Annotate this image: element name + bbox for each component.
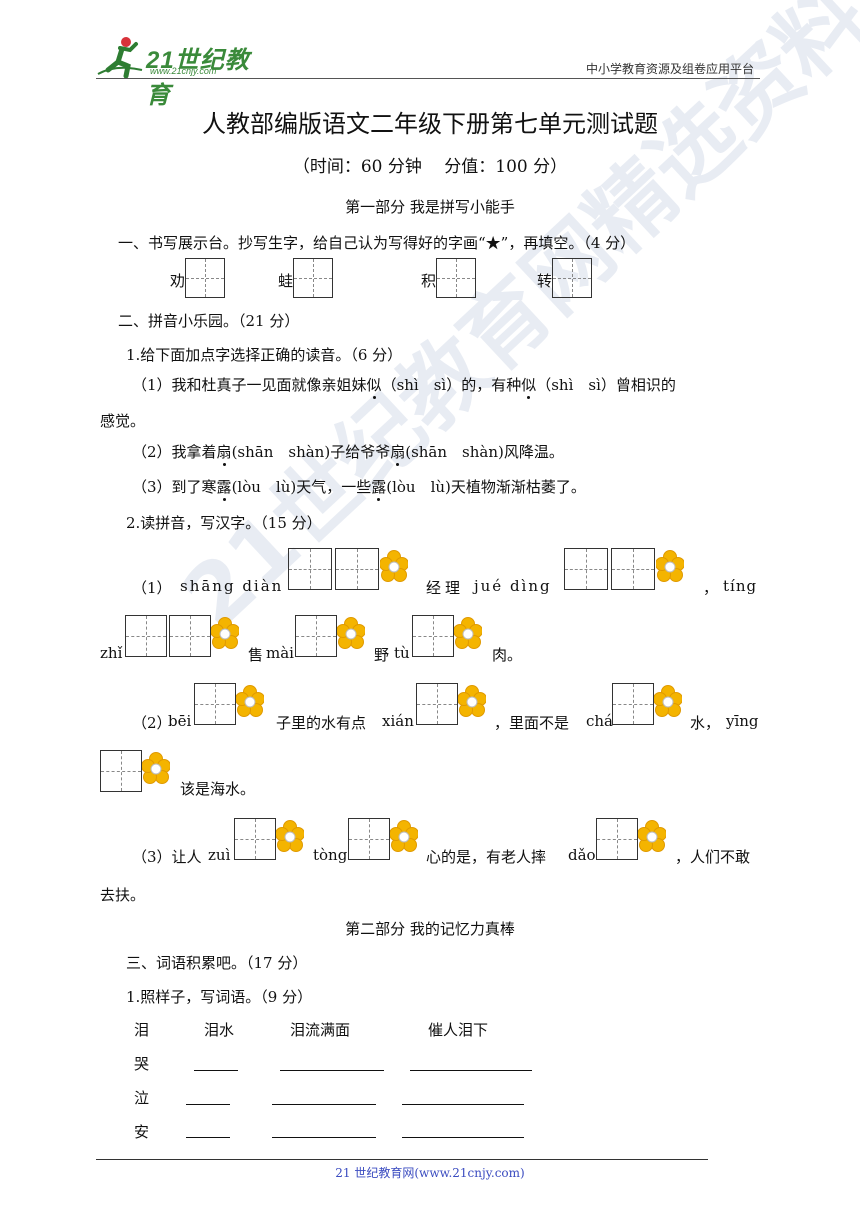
- example-char: 泪: [134, 1021, 150, 1039]
- writing-cell[interactable]: [125, 615, 167, 657]
- subquestion-2-1: 1.给下面加点字选择正确的读音。（6 分）: [126, 346, 403, 364]
- flower-icon: [654, 685, 682, 717]
- writing-cell[interactable]: [293, 258, 333, 298]
- writing-cell[interactable]: [412, 615, 454, 657]
- answer-blank[interactable]: [272, 1137, 376, 1138]
- pinyin: bēi: [168, 712, 192, 730]
- writing-cell[interactable]: [295, 615, 337, 657]
- flower-icon: [454, 617, 482, 649]
- writing-cell[interactable]: [169, 615, 211, 657]
- dotted-char: 露: [371, 478, 387, 496]
- writing-cell[interactable]: [416, 683, 458, 725]
- writing-cell[interactable]: [185, 258, 225, 298]
- writing-cell[interactable]: [596, 818, 638, 860]
- writing-cell[interactable]: [436, 258, 476, 298]
- dotted-char: 扇: [390, 443, 406, 461]
- sentence-1: （1）我和杜真子一见面就像亲姐妹似（shì sì）的，有种似（shì sì）曾相…: [132, 376, 676, 394]
- flower-icon: [638, 820, 666, 852]
- logo-url: www.21cnjy.com: [150, 66, 217, 76]
- logo: 21世纪教育 www.21cnjy.com: [96, 36, 256, 109]
- example-word: 泪水: [204, 1021, 235, 1039]
- header-divider: [96, 78, 760, 79]
- sentence-2: （2）我拿着扇(shān shàn)子给爷爷扇(shān shàn)风降温。: [132, 443, 564, 461]
- row-char: 安: [134, 1123, 150, 1141]
- pinyin: mài: [266, 644, 294, 662]
- pinyin: tíng: [723, 577, 758, 595]
- flower-icon: [656, 550, 684, 582]
- example-phrase: 催人泪下: [428, 1021, 489, 1039]
- sentence-3: （3）到了寒露(lòu lù)天气，一些露(lòu lù)天植物渐渐枯萎了。: [132, 478, 586, 496]
- writing-cell[interactable]: [552, 258, 592, 298]
- flower-icon: [458, 685, 486, 717]
- part-two-heading: 第二部分 我的记忆力真棒: [345, 920, 515, 938]
- subquestion-2-2: 2.读拼音，写汉字。（15 分）: [126, 514, 322, 532]
- flower-icon: [236, 685, 264, 717]
- answer-blank[interactable]: [402, 1137, 524, 1138]
- flower-icon: [380, 550, 408, 582]
- answer-blank[interactable]: [186, 1137, 230, 1138]
- footer-link[interactable]: 21 世纪教育网(www.21cnjy.com): [335, 1166, 525, 1180]
- dotted-char: 似: [521, 376, 537, 394]
- answer-blank[interactable]: [194, 1070, 238, 1071]
- writing-cell[interactable]: [234, 818, 276, 860]
- flower-icon: [142, 752, 170, 784]
- page-title: 人教部编版语文二年级下册第七单元测试题: [202, 110, 658, 138]
- flower-icon: [390, 820, 418, 852]
- pinyin: tòng: [313, 846, 348, 864]
- part-one-heading: 第一部分 我是拼写小能手: [345, 198, 515, 216]
- writing-cell[interactable]: [612, 683, 654, 725]
- pinyin: xián: [382, 712, 414, 730]
- question-2: 二、拼音小乐园。（21 分）: [118, 312, 300, 330]
- flower-icon: [211, 617, 239, 649]
- writing-cell[interactable]: [194, 683, 236, 725]
- question-3: 三、词语积累吧。（17 分）: [126, 954, 308, 972]
- page-subtitle: （时间：60 分钟 分值：100 分）: [292, 157, 568, 177]
- platform-text: 中小学教育资源及组卷应用平台: [585, 62, 754, 76]
- char-4: 转: [537, 272, 553, 290]
- footer-divider: [96, 1159, 708, 1160]
- logo-text: 21世纪教育: [146, 47, 250, 109]
- pinyin: tù: [394, 644, 410, 662]
- writing-cell[interactable]: [564, 548, 608, 590]
- answer-blank[interactable]: [402, 1104, 524, 1105]
- dotted-char: 露: [216, 478, 232, 496]
- sentence-1-cont: 感觉。: [100, 412, 146, 430]
- pinyin: zuì: [208, 846, 231, 864]
- answer-blank[interactable]: [280, 1070, 384, 1071]
- writing-cell[interactable]: [335, 548, 379, 590]
- char-1: 劝: [170, 272, 186, 290]
- dotted-char: 似: [366, 376, 382, 394]
- answer-blank[interactable]: [186, 1104, 230, 1105]
- answer-blank[interactable]: [410, 1070, 532, 1071]
- writing-cell[interactable]: [288, 548, 332, 590]
- flower-icon: [276, 820, 304, 852]
- pinyin: zhǐ: [100, 644, 123, 662]
- flower-icon: [337, 617, 365, 649]
- writing-cell[interactable]: [100, 750, 142, 792]
- example-idiom: 泪流满面: [290, 1021, 351, 1039]
- char-2: 蛙: [278, 272, 294, 290]
- pinyin: dǎo: [568, 846, 596, 864]
- row-char: 哭: [134, 1055, 150, 1073]
- writing-cell[interactable]: [348, 818, 390, 860]
- pinyin: yīng: [726, 712, 759, 730]
- char-3: 积: [421, 272, 437, 290]
- runner-logo-icon: [97, 37, 143, 78]
- answer-blank[interactable]: [272, 1104, 376, 1105]
- pinyin: shāng diàn: [180, 577, 284, 595]
- dotted-char: 扇: [216, 443, 232, 461]
- pinyin: chá: [586, 712, 614, 730]
- writing-cell[interactable]: [611, 548, 655, 590]
- row-char: 泣: [134, 1089, 150, 1107]
- question-1: 一、书写展示台。抄写生字，给自己认为写得好的字画“★”，再填空。（4 分）: [118, 234, 636, 252]
- pinyin: jué dìng: [474, 577, 552, 595]
- subquestion-3-1: 1.照样子，写词语。（9 分）: [126, 988, 313, 1006]
